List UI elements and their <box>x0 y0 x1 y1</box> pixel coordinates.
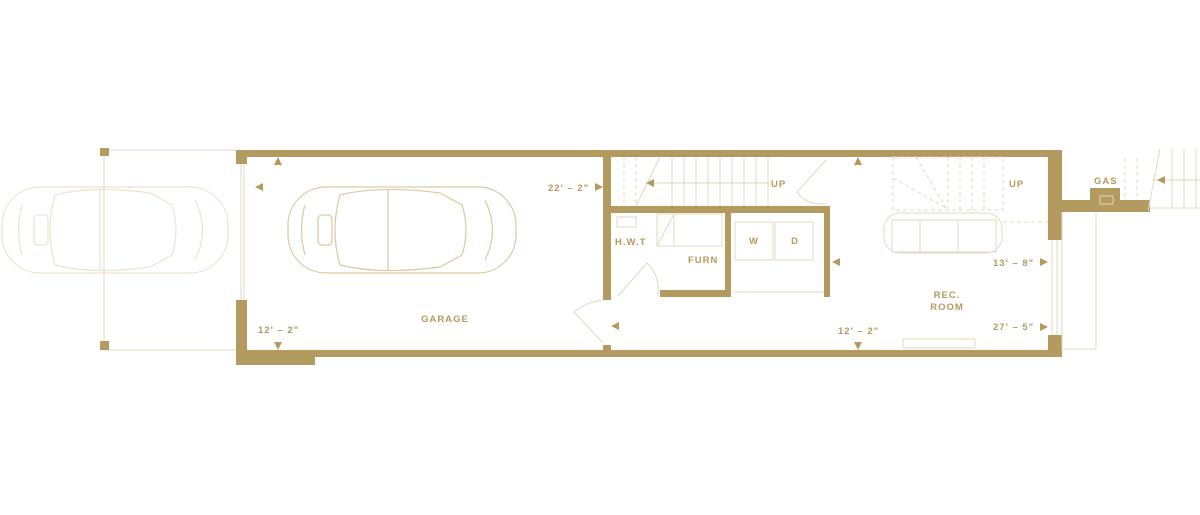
stairs-up-label-right: UP <box>1009 179 1024 190</box>
driveway <box>100 148 236 351</box>
label-dryer: D <box>791 236 799 247</box>
room-label-garage: GARAGE <box>421 314 469 325</box>
driveway-car-icon <box>1 186 229 274</box>
room-label-furnace: FURN <box>688 255 718 266</box>
room-label-hwt: H.W.T <box>615 237 646 248</box>
dimension-arrows <box>255 157 1048 350</box>
dimension-rec-width: 12' – 2" <box>838 326 879 337</box>
dimension-garage-width: 12' – 2" <box>258 325 299 336</box>
exterior-stairs <box>1147 148 1200 212</box>
stairs-right <box>892 156 1048 223</box>
room-label-rec-2: ROOM <box>930 302 964 313</box>
label-gas: GAS <box>1094 176 1118 187</box>
stairs-up-label-left: UP <box>771 179 786 190</box>
walls <box>236 150 1150 365</box>
garage-car-icon <box>287 186 517 274</box>
dimension-rec-depth: 13' – 8" <box>993 258 1034 269</box>
room-label-rec-1: REC. <box>934 290 961 301</box>
dimension-total-depth: 27' – 5" <box>993 322 1034 333</box>
fixtures <box>240 148 1200 350</box>
label-washer: W <box>749 236 759 247</box>
dimension-garage-length: 22' – 2" <box>548 183 589 194</box>
stairs-left <box>623 156 770 207</box>
